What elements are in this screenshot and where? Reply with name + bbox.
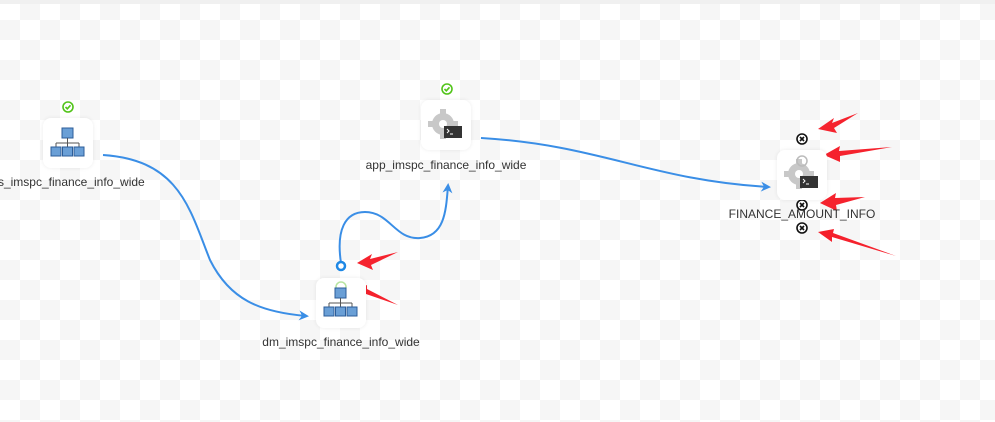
red-arrow-icon [357, 252, 398, 270]
node-label: ds_imspc_finance_info_wide [0, 175, 145, 189]
edge-app-to-finance[interactable] [480, 137, 771, 192]
red-arrow-icon [824, 146, 892, 162]
success-check-icon [62, 101, 74, 113]
node-dm[interactable] [316, 278, 366, 328]
gear-terminal-icon [428, 109, 462, 139]
edge-ds-to-dm[interactable] [102, 154, 309, 321]
edge-anchor-handle[interactable] [335, 260, 347, 272]
hierarchy-icon [50, 127, 85, 157]
node-finance[interactable] [777, 150, 827, 200]
node-app[interactable] [421, 100, 471, 150]
node-label: FINANCE_AMOUNT_INFO [728, 207, 876, 221]
close-circle-icon [796, 133, 808, 145]
gear-terminal-icon [784, 155, 818, 189]
failed-status-icons [796, 133, 808, 234]
close-circle-icon [796, 199, 808, 211]
red-arrow-icon [820, 193, 865, 211]
node-label: app_imspc_finance_info_wide [365, 158, 527, 172]
node-label: dm_imspc_finance_info_wide [262, 335, 420, 349]
red-arrow-icon [818, 229, 896, 256]
close-circle-icon [796, 222, 808, 234]
annotation-arrows [352, 113, 896, 305]
red-arrow-icon [818, 113, 858, 133]
success-check-icon [441, 83, 453, 95]
top-border [0, 0, 995, 4]
node-ds[interactable] [43, 118, 93, 168]
edge-dm-to-app[interactable] [338, 183, 453, 264]
hierarchy-icon [323, 281, 358, 317]
